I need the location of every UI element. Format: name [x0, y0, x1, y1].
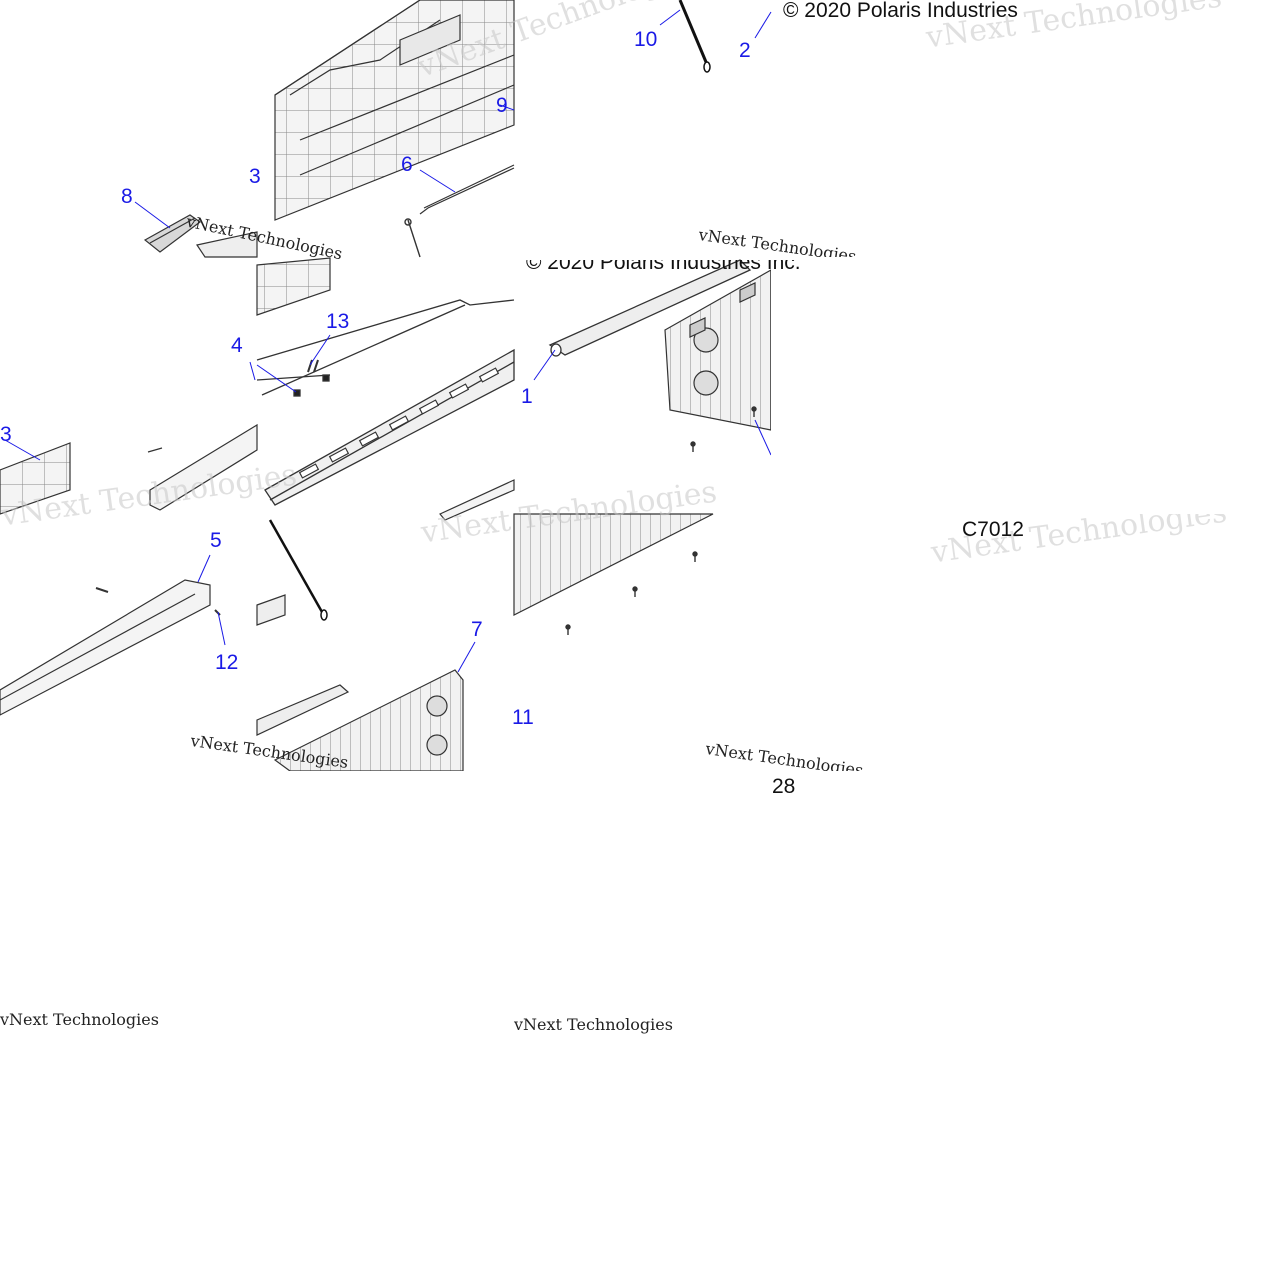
callout-4: 4	[231, 334, 243, 357]
frame-bottom-tile	[256, 257, 331, 316]
frame-edge-left	[0, 442, 71, 515]
watermark-fragment: vNext Technologies	[514, 1015, 673, 1034]
callout-9: 9	[496, 94, 508, 117]
callout-10: 10	[634, 28, 658, 51]
callout-3-left: 3	[0, 423, 12, 446]
bracket-lower	[256, 594, 464, 772]
latch-part	[143, 214, 258, 258]
copyright-text: © 2020 Polaris Industries	[783, 0, 1018, 22]
side-rail-short	[147, 423, 258, 511]
callout-11: 11	[512, 706, 534, 729]
screws	[690, 406, 757, 452]
callout-5: 5	[210, 529, 222, 552]
leader-lines	[4, 9, 772, 673]
watermark-fragment: vNext Technologies	[0, 1010, 159, 1029]
callout-1: 1	[521, 385, 533, 408]
side-rail-5	[0, 579, 221, 716]
copyright-text-partial: © 2020 Polaris Industries Inc.	[526, 252, 801, 273]
callout-8: 8	[121, 185, 133, 208]
callout-12: 12	[215, 651, 239, 674]
lanyard-6	[404, 218, 421, 258]
figure-code: C7012	[962, 518, 1024, 541]
callout-6: 6	[401, 153, 413, 176]
channel-slots	[298, 367, 500, 479]
tailgate-frame-tile	[274, 0, 515, 221]
callout-13: 13	[326, 310, 350, 333]
callout-2: 2	[739, 39, 751, 62]
screws-lower	[565, 551, 698, 635]
rod-and-channel	[256, 299, 515, 506]
cable-lower	[268, 519, 328, 621]
panel-strip	[439, 479, 714, 616]
cable-10	[678, 0, 711, 73]
callout-7: 7	[471, 618, 483, 641]
callout-3: 3	[249, 165, 261, 188]
page-number: 28	[772, 775, 796, 798]
